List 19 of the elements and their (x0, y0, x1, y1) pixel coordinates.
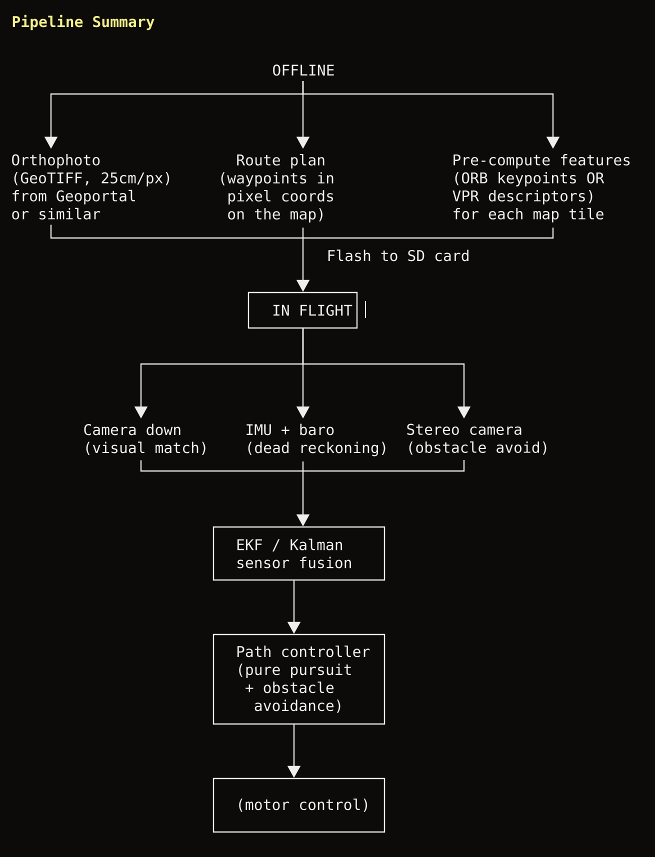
step-text: Pre-compute features (ORB keypoints OR VPR descriptors) for each map tile (452, 154, 630, 222)
step-text: Orthophoto (GeoTIFF, 25cm/px) from Geoportal or similar (12, 154, 170, 220)
connector-line (140, 460, 303, 472)
step-text: Route plan (waypoints in pixel coords on the map) (221, 154, 334, 222)
process-box: IN FLIGHT (248, 292, 358, 329)
connector-line (50, 224, 303, 239)
step-text: Camera down (visual match) (84, 424, 206, 455)
connector-line (302, 461, 304, 471)
step-text: Stereo camera (obstacle avoid) (407, 424, 546, 455)
step-text: IMU + baro (dead reckoning) (246, 424, 386, 456)
connector-line (302, 228, 304, 238)
title: Pipeline Summary (12, 14, 154, 30)
edge-label: Flash to SD card (325, 248, 472, 263)
step-text: OFFLINE (273, 64, 334, 76)
connector-line (303, 460, 465, 472)
process-box: (motor control) (212, 778, 386, 833)
process-box: EKF / Kalman sensor fusion (212, 526, 386, 581)
connector-line (303, 228, 554, 239)
process-box: Path controller (pure pursuit + obstacle avoidance) (212, 634, 386, 725)
